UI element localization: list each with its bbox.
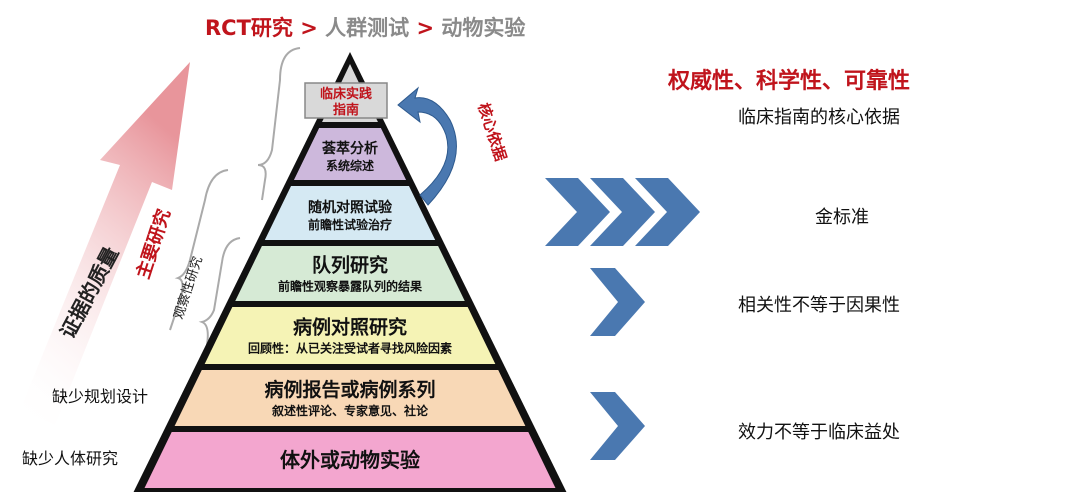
- guideline-box: [304, 82, 388, 119]
- pyramid-layer: [174, 370, 526, 426]
- observational-label: 观察性研究: [172, 255, 206, 321]
- layer-title: 临床实践: [320, 86, 372, 102]
- pyramid-layer: [144, 432, 556, 488]
- right-item: 金标准: [815, 207, 869, 228]
- layer-title: 体外或动物实验: [280, 448, 420, 472]
- pyramid-layer: [293, 128, 407, 180]
- brace-main: [169, 169, 229, 331]
- main-research-label: 主要研究: [132, 206, 175, 281]
- layer-title: 随机对照试验: [308, 199, 393, 216]
- layer-title: 队列研究: [312, 254, 388, 277]
- layer-subtitle: 叙述性评论、专家意见、社论: [271, 403, 429, 418]
- chevron-icon: [590, 392, 645, 460]
- right-title: 权威性、科学性、可靠性: [667, 68, 910, 94]
- pyramid-layer: [204, 307, 496, 364]
- header-rct: RCT研究: [205, 16, 293, 40]
- core-basis-label: 核心依据: [474, 101, 510, 164]
- header-population: 人群测试: [325, 16, 409, 40]
- brace-observational: [198, 237, 241, 381]
- pyramid-layer: [264, 186, 436, 240]
- right-item: 临床指南的核心依据: [738, 107, 900, 128]
- pyramid-layer: [235, 246, 465, 301]
- header-animal: 动物实验: [441, 16, 525, 40]
- quality-arrow-icon: [20, 62, 190, 425]
- header-sep: >: [409, 16, 441, 40]
- layer-subtitle: 回顾性：从已关注受试者寻找风险因素: [248, 341, 452, 356]
- lack-design-label: 缺少规划设计: [52, 387, 148, 406]
- pyramid: 临床实践指南荟萃分析系统综述随机对照试验前瞻性试验治疗队列研究前瞻性观察暴露队列…: [133, 52, 567, 492]
- layer-subtitle: 前瞻性观察暴露队列的结果: [278, 279, 422, 294]
- chevron-icon: [590, 268, 645, 336]
- layer-subtitle: 前瞻性试验治疗: [308, 217, 392, 232]
- right-item: 相关性不等于因果性: [738, 295, 900, 316]
- brace-top: [257, 47, 301, 201]
- right-item: 效力不等于临床益处: [738, 422, 900, 443]
- layer-subtitle: 系统综述: [326, 158, 374, 173]
- header-title: RCT研究 > 人群测试 > 动物实验: [205, 16, 525, 40]
- chevron-triple-icon: [545, 178, 700, 246]
- pyramid-apex: [342, 64, 358, 80]
- layer-title: 病例报告或病例系列: [264, 378, 435, 401]
- curved-arrow-icon: [397, 86, 457, 206]
- lack-human-label: 缺少人体研究: [22, 449, 118, 468]
- layer-title: 病例对照研究: [293, 316, 407, 339]
- layer-subtitle: 指南: [333, 102, 359, 118]
- layer-title: 荟萃分析: [321, 140, 378, 157]
- header-sep: >: [293, 16, 325, 40]
